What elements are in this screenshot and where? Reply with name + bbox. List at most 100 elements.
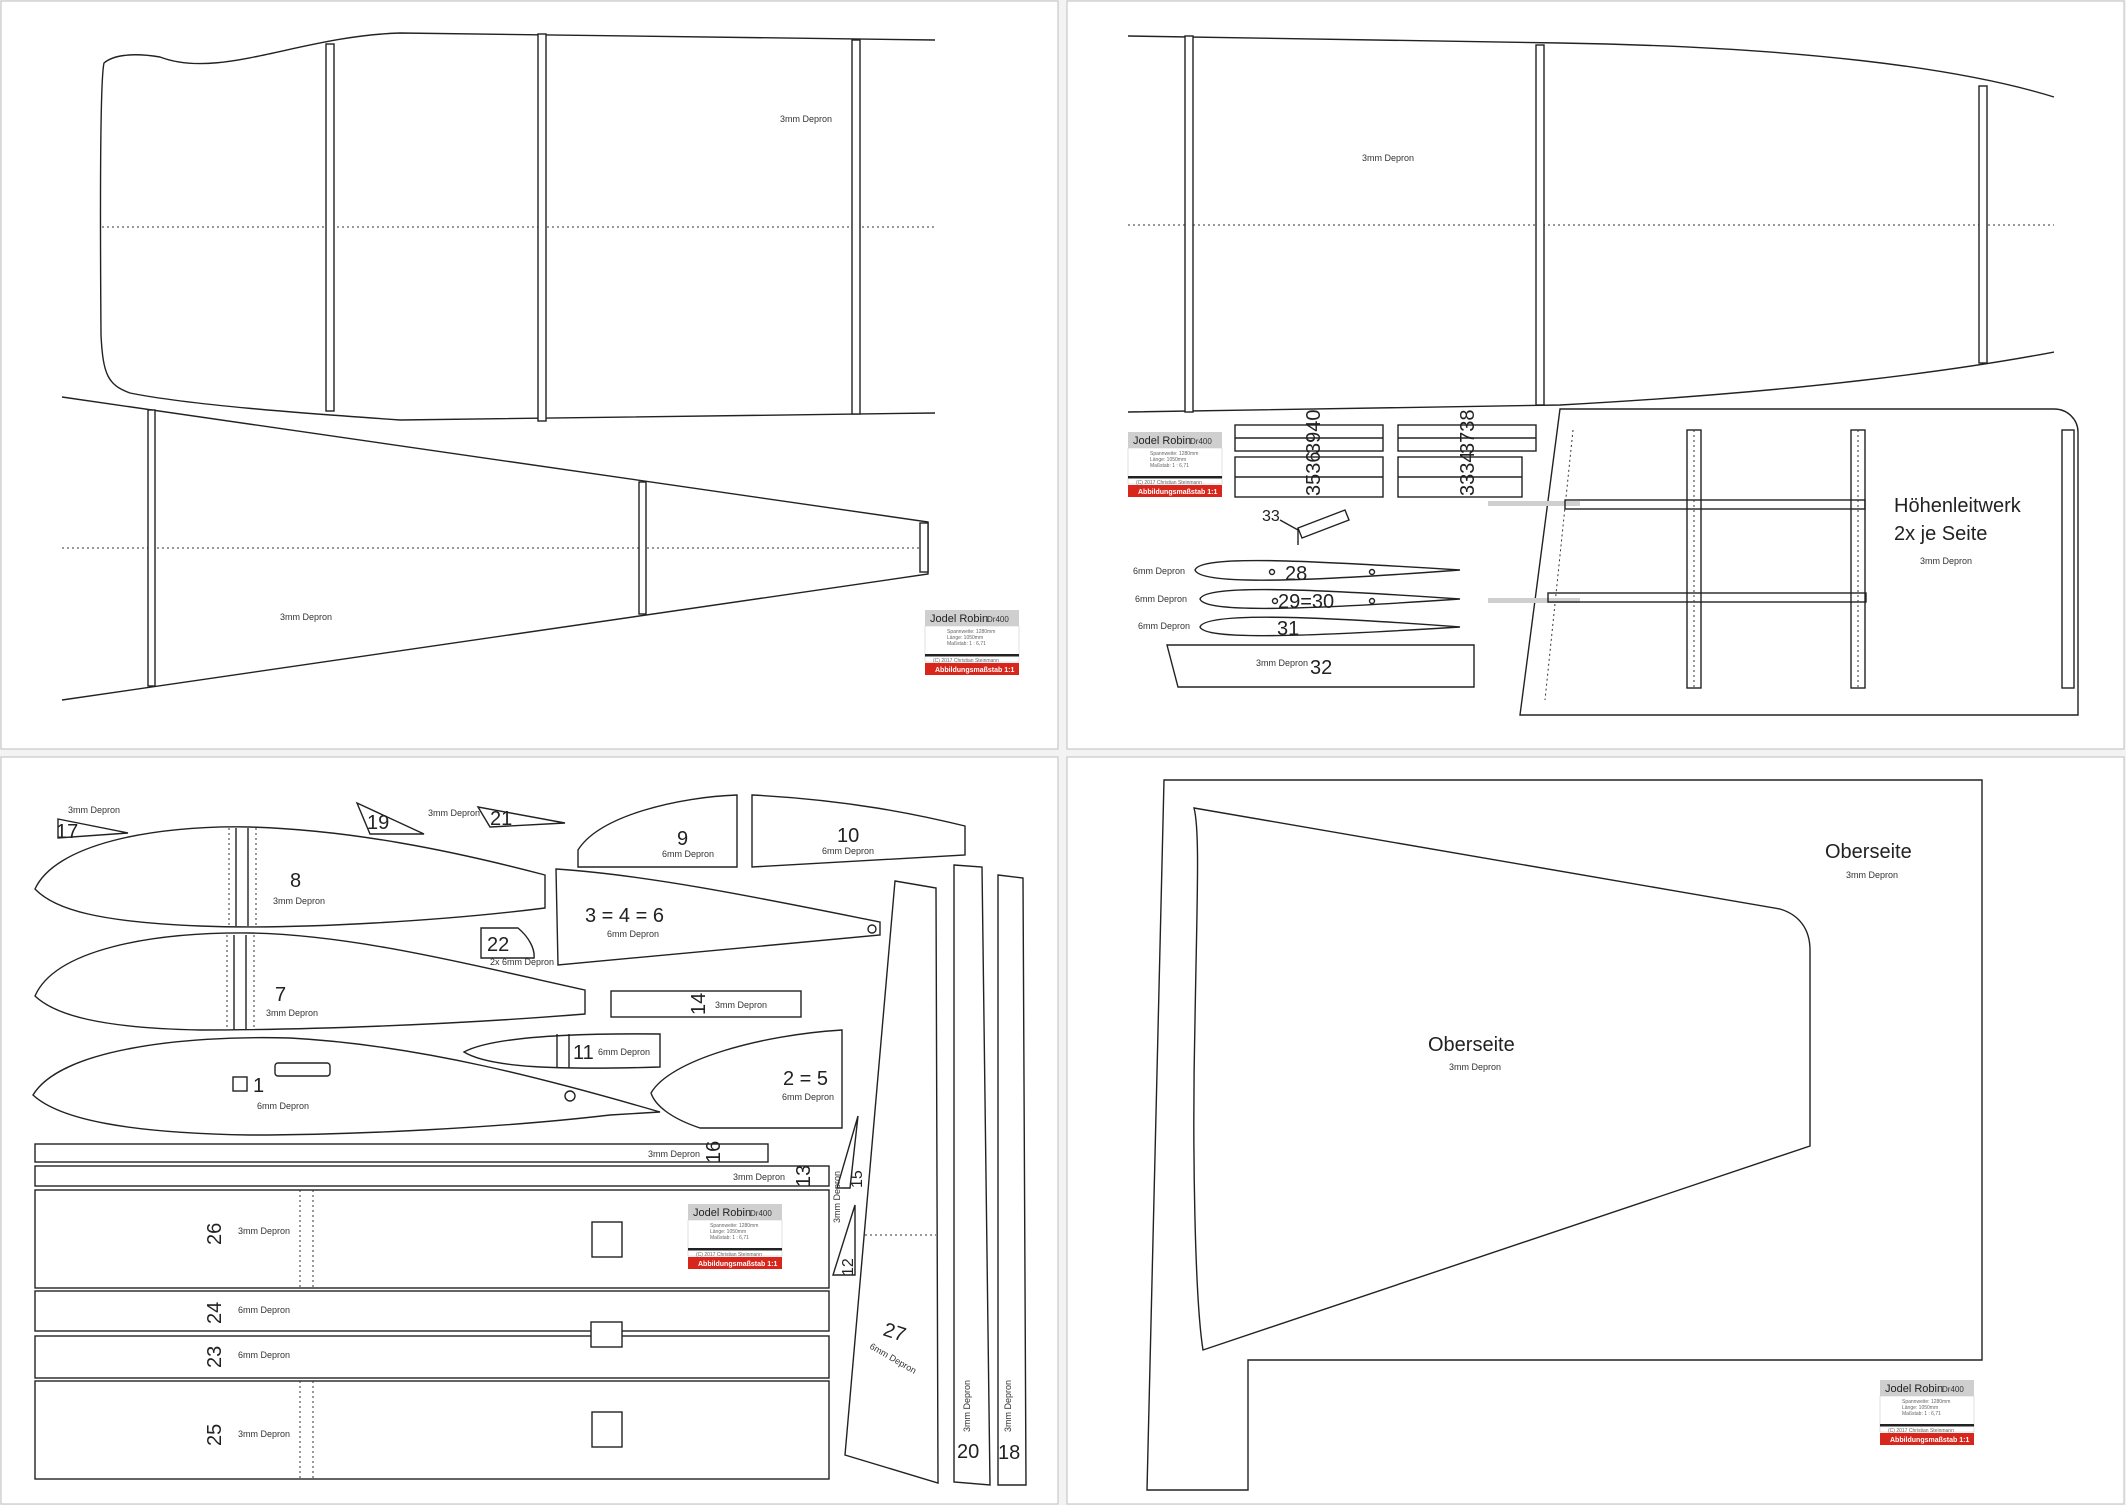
part-label-16: 16 [703,1141,725,1163]
material-label: 3mm Depron [266,1008,318,1018]
part-1-hole [564,1090,576,1102]
title-block-spec: Maßstab: 1 : 6,71 [947,641,986,647]
part-label-3940: 3940 [1303,410,1325,455]
part-label-31: 31 [1277,618,1299,640]
title-block-spec: Maßstab: 1 : 6,71 [710,1235,749,1241]
material-label: 3mm Depron [273,896,325,906]
part-label-19: 19 [367,812,389,834]
title-block-copyright: (C) 2017 Christian Steinmann [696,1252,762,1258]
part-13-strip [34,1165,830,1187]
title-block-model: Dr400 [1942,1385,1964,1394]
part-14-strip [610,990,802,1018]
material-label: 3mm Depron [238,1429,290,1439]
part-12 [832,1204,856,1276]
material-label: 3mm Depron [1449,1062,1501,1072]
part-label-3738: 3738 [1457,410,1479,455]
material-label: 6mm Depron [1138,621,1190,631]
part-15 [836,1115,859,1189]
title-block-spec: Maßstab: 1 : 6,71 [1902,1411,1941,1417]
title-block-spec: Länge: 1050mm [1150,457,1186,463]
title-block-scale: Abbildungsmaßstab 1:1 [1138,489,1217,496]
part-2-5 [650,1029,843,1129]
title-block-scale: Abbildungsmaßstab 1:1 [698,1261,777,1268]
title-block-spec: Spannweite: 1280mm [1150,451,1198,457]
title-block-copyright: (C) 2017 Christian Steinmann [933,658,999,664]
part-label-28: 28 [1285,563,1307,585]
wing-rib-slot-2 [537,33,547,422]
wing-2-rib-slot-3 [1978,85,1988,364]
title-block-spec: Länge: 1050mm [947,635,983,641]
wing-2-rib-slot-1 [1184,35,1194,413]
part-32-strip [1166,644,1475,688]
title-block-spec: Maßstab: 1 : 6,71 [1150,463,1189,469]
material-label: 6mm Depron [238,1305,290,1315]
material-label: 6mm Depron [662,849,714,859]
sheet-3: 3mm Depron 17 19 3mm Depron 21 8 3mm Dep… [0,756,1059,1505]
rib-28 [1194,559,1461,581]
part-3-4-6 [555,868,881,966]
part-23-strip [34,1335,830,1379]
wing-rib-slot-1 [325,43,335,412]
part-27-strip [844,880,939,1484]
sheet-1: 3mm Depron 3mm Depron Jodel Robin Dr400 … [0,0,1059,750]
sheet-2-frame [1066,0,2125,750]
wing-2-rib-slot-2 [1535,44,1545,406]
part-label-3-4-6: 3 = 4 = 6 [585,905,664,927]
tapered-rib-slot-3 [919,522,929,573]
material-label: 3mm Depron [832,1171,842,1223]
rib-28-hole [1368,568,1376,576]
stabilizer-subtitle: 2x je Seite [1894,523,1987,545]
title-block-copyright: (C) 2017 Christian Steinmann [1136,480,1202,486]
part-20-strip [953,864,991,1486]
part-22 [480,927,535,959]
part-25-cutout [591,1411,623,1448]
title-block-scale: Abbildungsmaßstab 1:1 [1890,1437,1969,1444]
part-label-17: 17 [56,821,78,843]
sheet-4: Oberseite 3mm Depron Oberseite 3mm Depro… [1066,756,2125,1505]
part-label-13: 13 [793,1165,815,1187]
part-33-bracket [1297,509,1350,539]
part-label-32: 32 [1310,657,1332,679]
part-label-23: 23 [204,1346,226,1368]
part-18-strip [997,874,1027,1486]
part-label-26: 26 [204,1223,226,1245]
part-label-21: 21 [490,808,512,830]
material-label: 3mm Depron [1362,153,1414,163]
part-21 [476,806,566,828]
part-label-20: 20 [957,1441,979,1463]
stabilizer-title: Höhenleitwerk [1894,495,2022,517]
title-block-spec: Spannweite: 1280mm [1902,1399,1950,1405]
part-33-leader [1279,519,1299,531]
part-1-cutout [232,1076,248,1092]
material-label: 2x 6mm Depron [490,957,554,967]
part-24-strip [34,1290,830,1332]
material-label: 3mm Depron [1256,658,1308,668]
tapered-rib-slot-1 [147,409,156,687]
material-label: 3mm Depron [1003,1380,1013,1432]
material-label: 6mm Depron [607,929,659,939]
part-16-strip [34,1143,769,1163]
part-label-3536: 3536 [1303,452,1325,497]
material-label: 3mm Depron [733,1172,785,1182]
skin-sheet-outline [1146,779,1983,1491]
material-label: 6mm Depron [257,1101,309,1111]
wing-rib-slot-3 [851,39,861,415]
part-10 [751,794,966,868]
title-block-title: Jodel Robin [930,613,988,625]
part-7-fuselage-side [34,932,586,1031]
rib-29-30 [1199,588,1461,610]
title-block-title: Jodel Robin [1885,1383,1943,1395]
sheet-4-frame [1066,756,2125,1505]
material-label: 6mm Depron [238,1350,290,1360]
part-label-29-30: 29=30 [1278,591,1334,613]
part-label-24: 24 [204,1302,226,1324]
part-1-fuselage-side [32,1036,661,1136]
part-label-12: 12 [840,1258,857,1276]
material-label: 6mm Depron [598,1047,650,1057]
title-block-title: Jodel Robin [693,1207,751,1219]
part-19 [355,801,425,835]
material-label: 6mm Depron [782,1092,834,1102]
title-block-model: Dr400 [750,1209,772,1218]
part-label-25: 25 [204,1424,226,1446]
